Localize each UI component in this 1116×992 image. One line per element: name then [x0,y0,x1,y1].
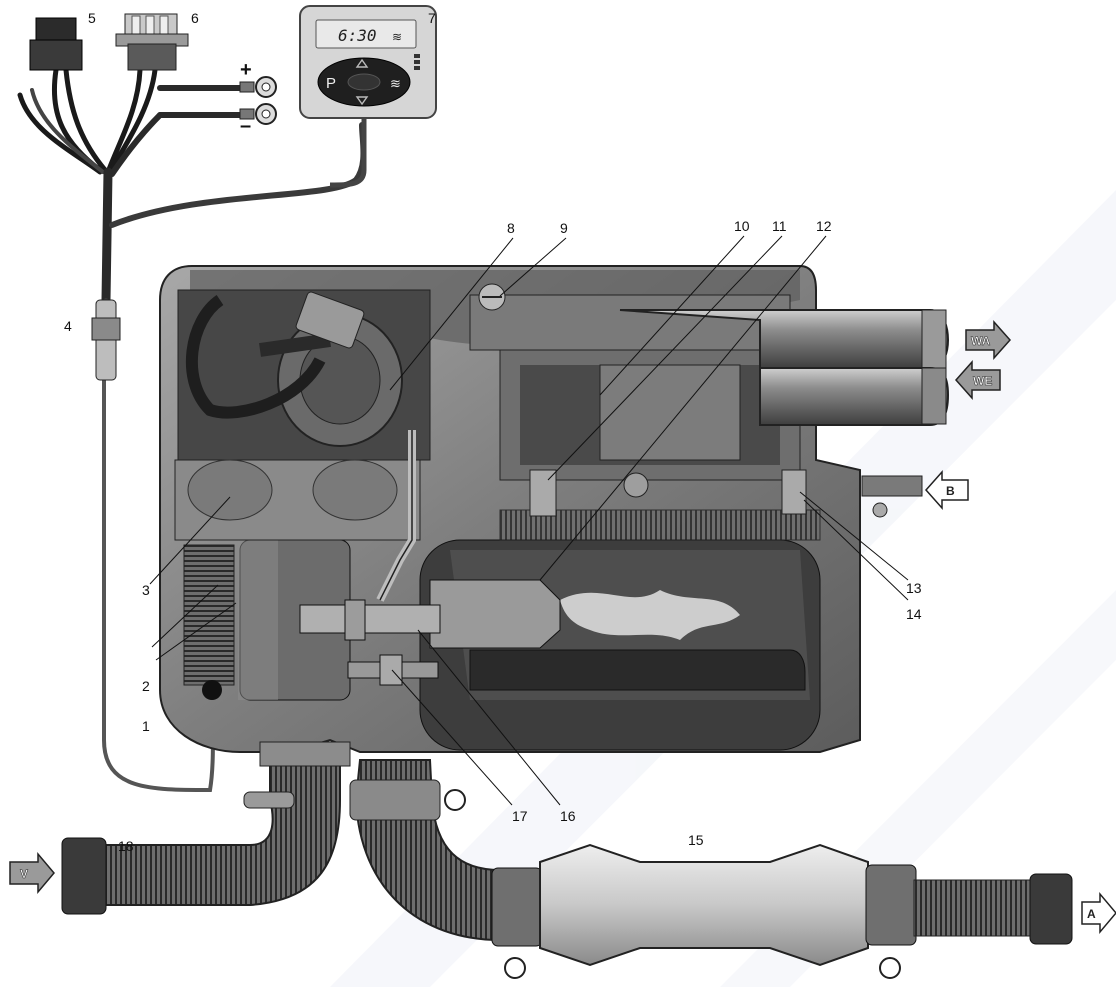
battery-terminals [239,76,277,125]
callout-17: 17 [512,808,528,824]
label-v: V [20,867,28,881]
heat-button-icon: ≋ [390,77,401,92]
callout-4: 4 [64,318,72,334]
callout-5: 5 [88,10,96,26]
label-a: A [1087,907,1096,921]
callout-13: 13 [906,580,922,596]
leader-lines [149,235,909,806]
callout-14: 14 [906,606,922,622]
label-b: B [946,484,955,498]
battery-plus: + [240,59,252,81]
air-intake-pipe [61,741,351,915]
battery-minus: – [240,115,252,137]
arrow-a [1081,891,1116,935]
callout-10: 10 [734,218,750,234]
callout-11: 11 [772,218,787,234]
callout-16: 16 [560,808,576,824]
display-time: 6:30 [338,26,377,45]
arrow-v [9,851,55,895]
p-button-label: P [326,75,336,92]
arrow-b [924,470,969,510]
display-heat-icon: ≋ [392,30,402,44]
connector-6 [115,13,189,71]
callout-3: 3 [142,582,150,598]
arrow-we [954,360,1001,400]
callout-8: 8 [507,220,515,236]
fuel-inlet [861,475,923,518]
connector-4 [91,299,121,381]
heater-housing [159,265,861,753]
callout-2: 2 [142,678,150,694]
timer-controller [299,5,437,188]
callout-12: 12 [816,218,832,234]
exhaust-pipe [349,759,1073,979]
label-we: WE [973,374,992,388]
callout-18: 18 [118,838,134,854]
callout-9: 9 [560,220,568,236]
connector-5 [29,17,83,71]
water-pipes [619,309,950,426]
callout-7: 7 [428,10,436,26]
label-wa: WA [971,334,991,348]
callout-15: 15 [688,832,704,848]
arrow-wa [965,320,1012,360]
callout-6: 6 [191,10,199,26]
callout-1: 1 [142,718,150,734]
